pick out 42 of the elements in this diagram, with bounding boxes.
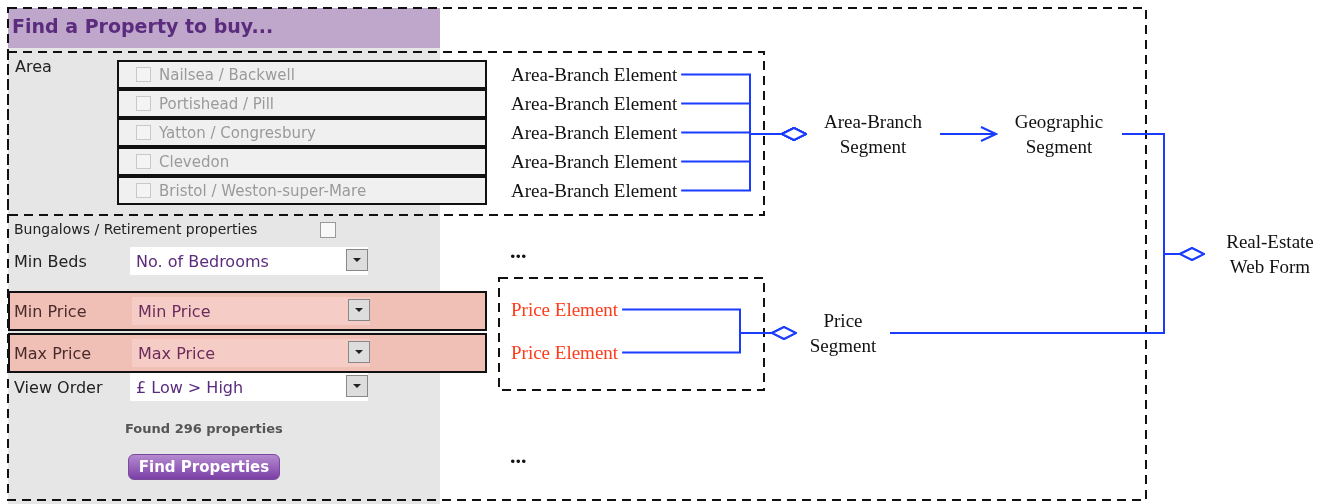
ellipsis: ... — [510, 238, 527, 264]
element-label: Price Segment — [800, 308, 886, 358]
element-label: Area-Branch Element — [511, 62, 678, 87]
element-label: Area-Branch Element — [511, 178, 678, 203]
area-option-row — [117, 118, 487, 147]
option-text: Clevedon — [159, 152, 230, 171]
field-label: Bungalows / Retirement properties — [14, 221, 258, 237]
highlighted-form-row — [8, 291, 487, 331]
element-label: Area-Branch Element — [511, 120, 678, 145]
result-count-text: Found 296 properties — [125, 421, 283, 436]
area-option-row — [117, 176, 487, 205]
element-label: Area-Branch Segment — [810, 109, 936, 159]
area-option-row — [117, 147, 487, 176]
element-label: Area-Branch Element — [511, 91, 678, 116]
element-label: Price Element — [511, 297, 619, 322]
option-text: Portishead / Pill — [159, 94, 274, 113]
field-label: Min Price — [14, 301, 88, 321]
option-text: Nailsea / Backwell — [159, 65, 295, 84]
field-label: View Order — [14, 378, 103, 397]
connector — [889, 247, 1205, 334]
area-option-row — [117, 89, 487, 118]
form-title: Find a Property to buy... — [8, 8, 440, 48]
element-label: Price Element — [511, 340, 619, 365]
area-option-row — [117, 60, 487, 89]
element-label: Real-Estate Web Form — [1208, 229, 1332, 279]
field-label: Area — [15, 57, 52, 76]
connector — [939, 126, 997, 142]
element-label: Geographic Segment — [1000, 109, 1118, 159]
dropdown-field: Max Price — [132, 339, 370, 367]
dropdown-field: No. of Bedrooms — [130, 247, 368, 275]
highlighted-form-row — [8, 333, 487, 373]
element-label: Area-Branch Element — [511, 149, 678, 174]
connector — [621, 326, 797, 354]
option-text: Bristol / Weston-super-Mare — [159, 181, 367, 200]
find-button: Find Properties — [128, 454, 280, 480]
field-label: Min Beds — [14, 252, 87, 271]
field-label: Max Price — [14, 343, 93, 363]
option-text: Yatton / Congresbury — [159, 123, 316, 142]
dropdown-field: Min Price — [132, 297, 370, 325]
dropdown-field: £ Low > High — [130, 373, 368, 401]
ellipsis: ... — [510, 443, 527, 469]
connector — [680, 127, 807, 192]
